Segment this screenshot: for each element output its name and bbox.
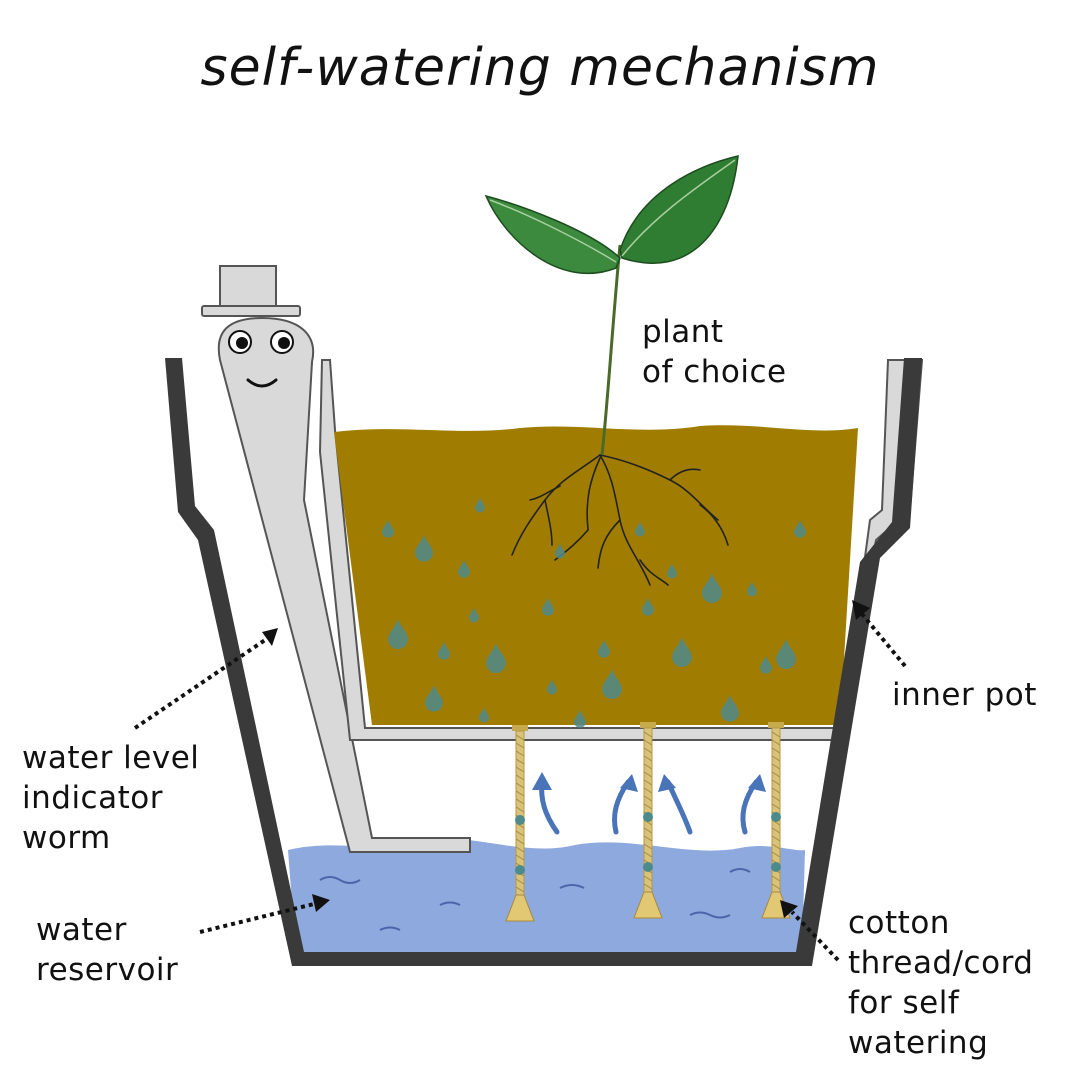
water-droplet-icon xyxy=(672,637,692,667)
water-droplet-icon xyxy=(602,669,622,699)
cotton-cord-icon xyxy=(505,725,535,922)
water-droplet-icon xyxy=(555,543,565,559)
cord-label-line-1: cotton xyxy=(848,905,950,941)
inner-pot-pointer xyxy=(860,612,907,668)
water-droplet-icon xyxy=(667,563,677,579)
reservoir-pointer xyxy=(199,902,315,934)
cord-label-line-4: watering xyxy=(848,1025,989,1061)
water-droplet-icon xyxy=(479,707,489,723)
water-droplet-icon xyxy=(794,519,806,538)
water-droplet-icon xyxy=(547,679,557,695)
water-droplet-icon xyxy=(747,581,757,597)
water-droplet-icon xyxy=(486,643,506,673)
inner-pot-label-line-1: inner pot xyxy=(892,677,1037,713)
reservoir-label-line-1: water xyxy=(36,912,127,948)
cord-pointer xyxy=(790,910,840,962)
up-arrow-icon xyxy=(665,779,693,835)
label-inner-pot: inner pot xyxy=(892,675,1037,715)
soil-water-droplets xyxy=(382,497,806,728)
pointer-arrow-heads xyxy=(262,600,870,918)
water-ripples xyxy=(319,868,751,931)
diagram-title: self-watering mechanism xyxy=(200,38,880,98)
up-arrow-icon xyxy=(740,779,759,835)
worm-label-line-1: water level xyxy=(22,740,200,776)
plant-icon xyxy=(484,155,739,456)
water-droplet-icon xyxy=(458,559,470,578)
worm-label-line-2: indicator xyxy=(22,780,163,816)
cotton-cords xyxy=(505,722,791,922)
label-water-reservoir: water reservoir xyxy=(36,910,178,990)
water-reservoir xyxy=(288,838,805,955)
water-droplet-icon xyxy=(574,709,586,728)
reservoir-label-line-2: reservoir xyxy=(36,952,179,988)
water-droplet-icon xyxy=(475,497,485,513)
worm-pointer xyxy=(133,636,270,730)
water-droplet-icon xyxy=(542,597,554,616)
worm-label-line-3: worm xyxy=(22,820,111,856)
water-droplet-icon xyxy=(702,573,722,603)
pointer-arrows xyxy=(133,612,907,962)
cord-label-line-2: thread/cord xyxy=(848,945,1034,981)
label-cotton-cord: cotton thread/cord for self watering xyxy=(848,903,1033,1063)
water-droplet-icon xyxy=(425,684,443,712)
water-droplet-icon xyxy=(469,607,479,623)
inner-pot xyxy=(318,359,924,741)
water-droplet-icon xyxy=(760,655,772,674)
water-droplet-icon xyxy=(415,534,433,562)
water-droplet-icon xyxy=(388,619,408,649)
water-droplet-icon xyxy=(382,519,394,538)
water-droplet-icon xyxy=(776,639,796,669)
arrow-heads xyxy=(532,772,766,792)
roots xyxy=(511,454,729,586)
water-droplet-icon xyxy=(438,641,450,660)
worm-icon xyxy=(217,316,471,853)
up-arrow-icon xyxy=(612,779,631,835)
water-droplet-icon xyxy=(642,597,654,616)
top-hat-icon xyxy=(201,265,301,317)
plant-label-line-1: plant xyxy=(642,314,724,350)
cotton-cord-icon xyxy=(633,722,663,919)
water-droplet-icon xyxy=(721,694,739,722)
label-plant-of-choice: plant of choice xyxy=(642,312,787,392)
soil xyxy=(334,425,858,725)
cord-label-line-3: for self xyxy=(848,985,960,1021)
water-droplet-icon xyxy=(635,521,645,537)
label-worm: water level indicator worm xyxy=(22,738,199,858)
plant-label-line-2: of choice xyxy=(642,354,787,390)
water-droplet-icon xyxy=(598,639,610,658)
